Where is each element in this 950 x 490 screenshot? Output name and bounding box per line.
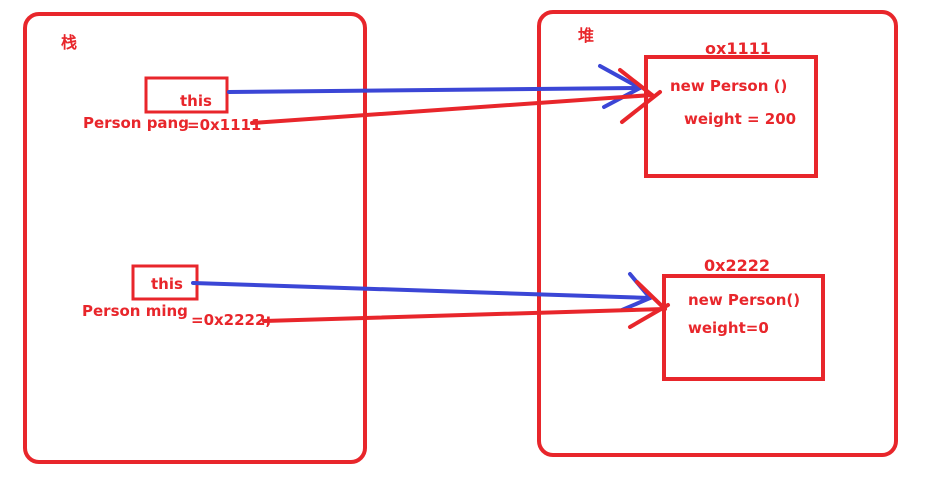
heap-address-1: ox1111: [705, 39, 771, 58]
stack-var-label-2: Person ming: [82, 302, 188, 320]
stack-this-label-1: this: [180, 92, 212, 110]
heap-ctor-label-1: new Person (): [670, 77, 787, 95]
stack-value-label-2: =0x2222;: [191, 311, 271, 329]
heap-region: [537, 10, 898, 457]
stack-value-label-1: =0x1111: [187, 116, 261, 134]
arrow-value-2: [262, 280, 670, 329]
stack-this-box-1: [144, 76, 229, 114]
stack-title: 栈: [61, 33, 77, 52]
heap-object-box-1: [644, 55, 818, 178]
stack-var-label-1: Person pang: [83, 114, 189, 132]
arrow-value-1: [250, 68, 662, 125]
stack-region: [23, 12, 367, 464]
heap-field-label-2: weight=0: [688, 319, 769, 337]
heap-field-label-1: weight = 200: [684, 110, 796, 128]
heap-address-2: 0x2222: [704, 256, 770, 275]
heap-object-box-2: [662, 274, 825, 381]
stack-this-label-2: this: [151, 275, 183, 293]
arrow-this-2: [191, 272, 652, 312]
heap-title: 堆: [578, 26, 594, 45]
heap-ctor-label-2: new Person(): [688, 291, 800, 309]
